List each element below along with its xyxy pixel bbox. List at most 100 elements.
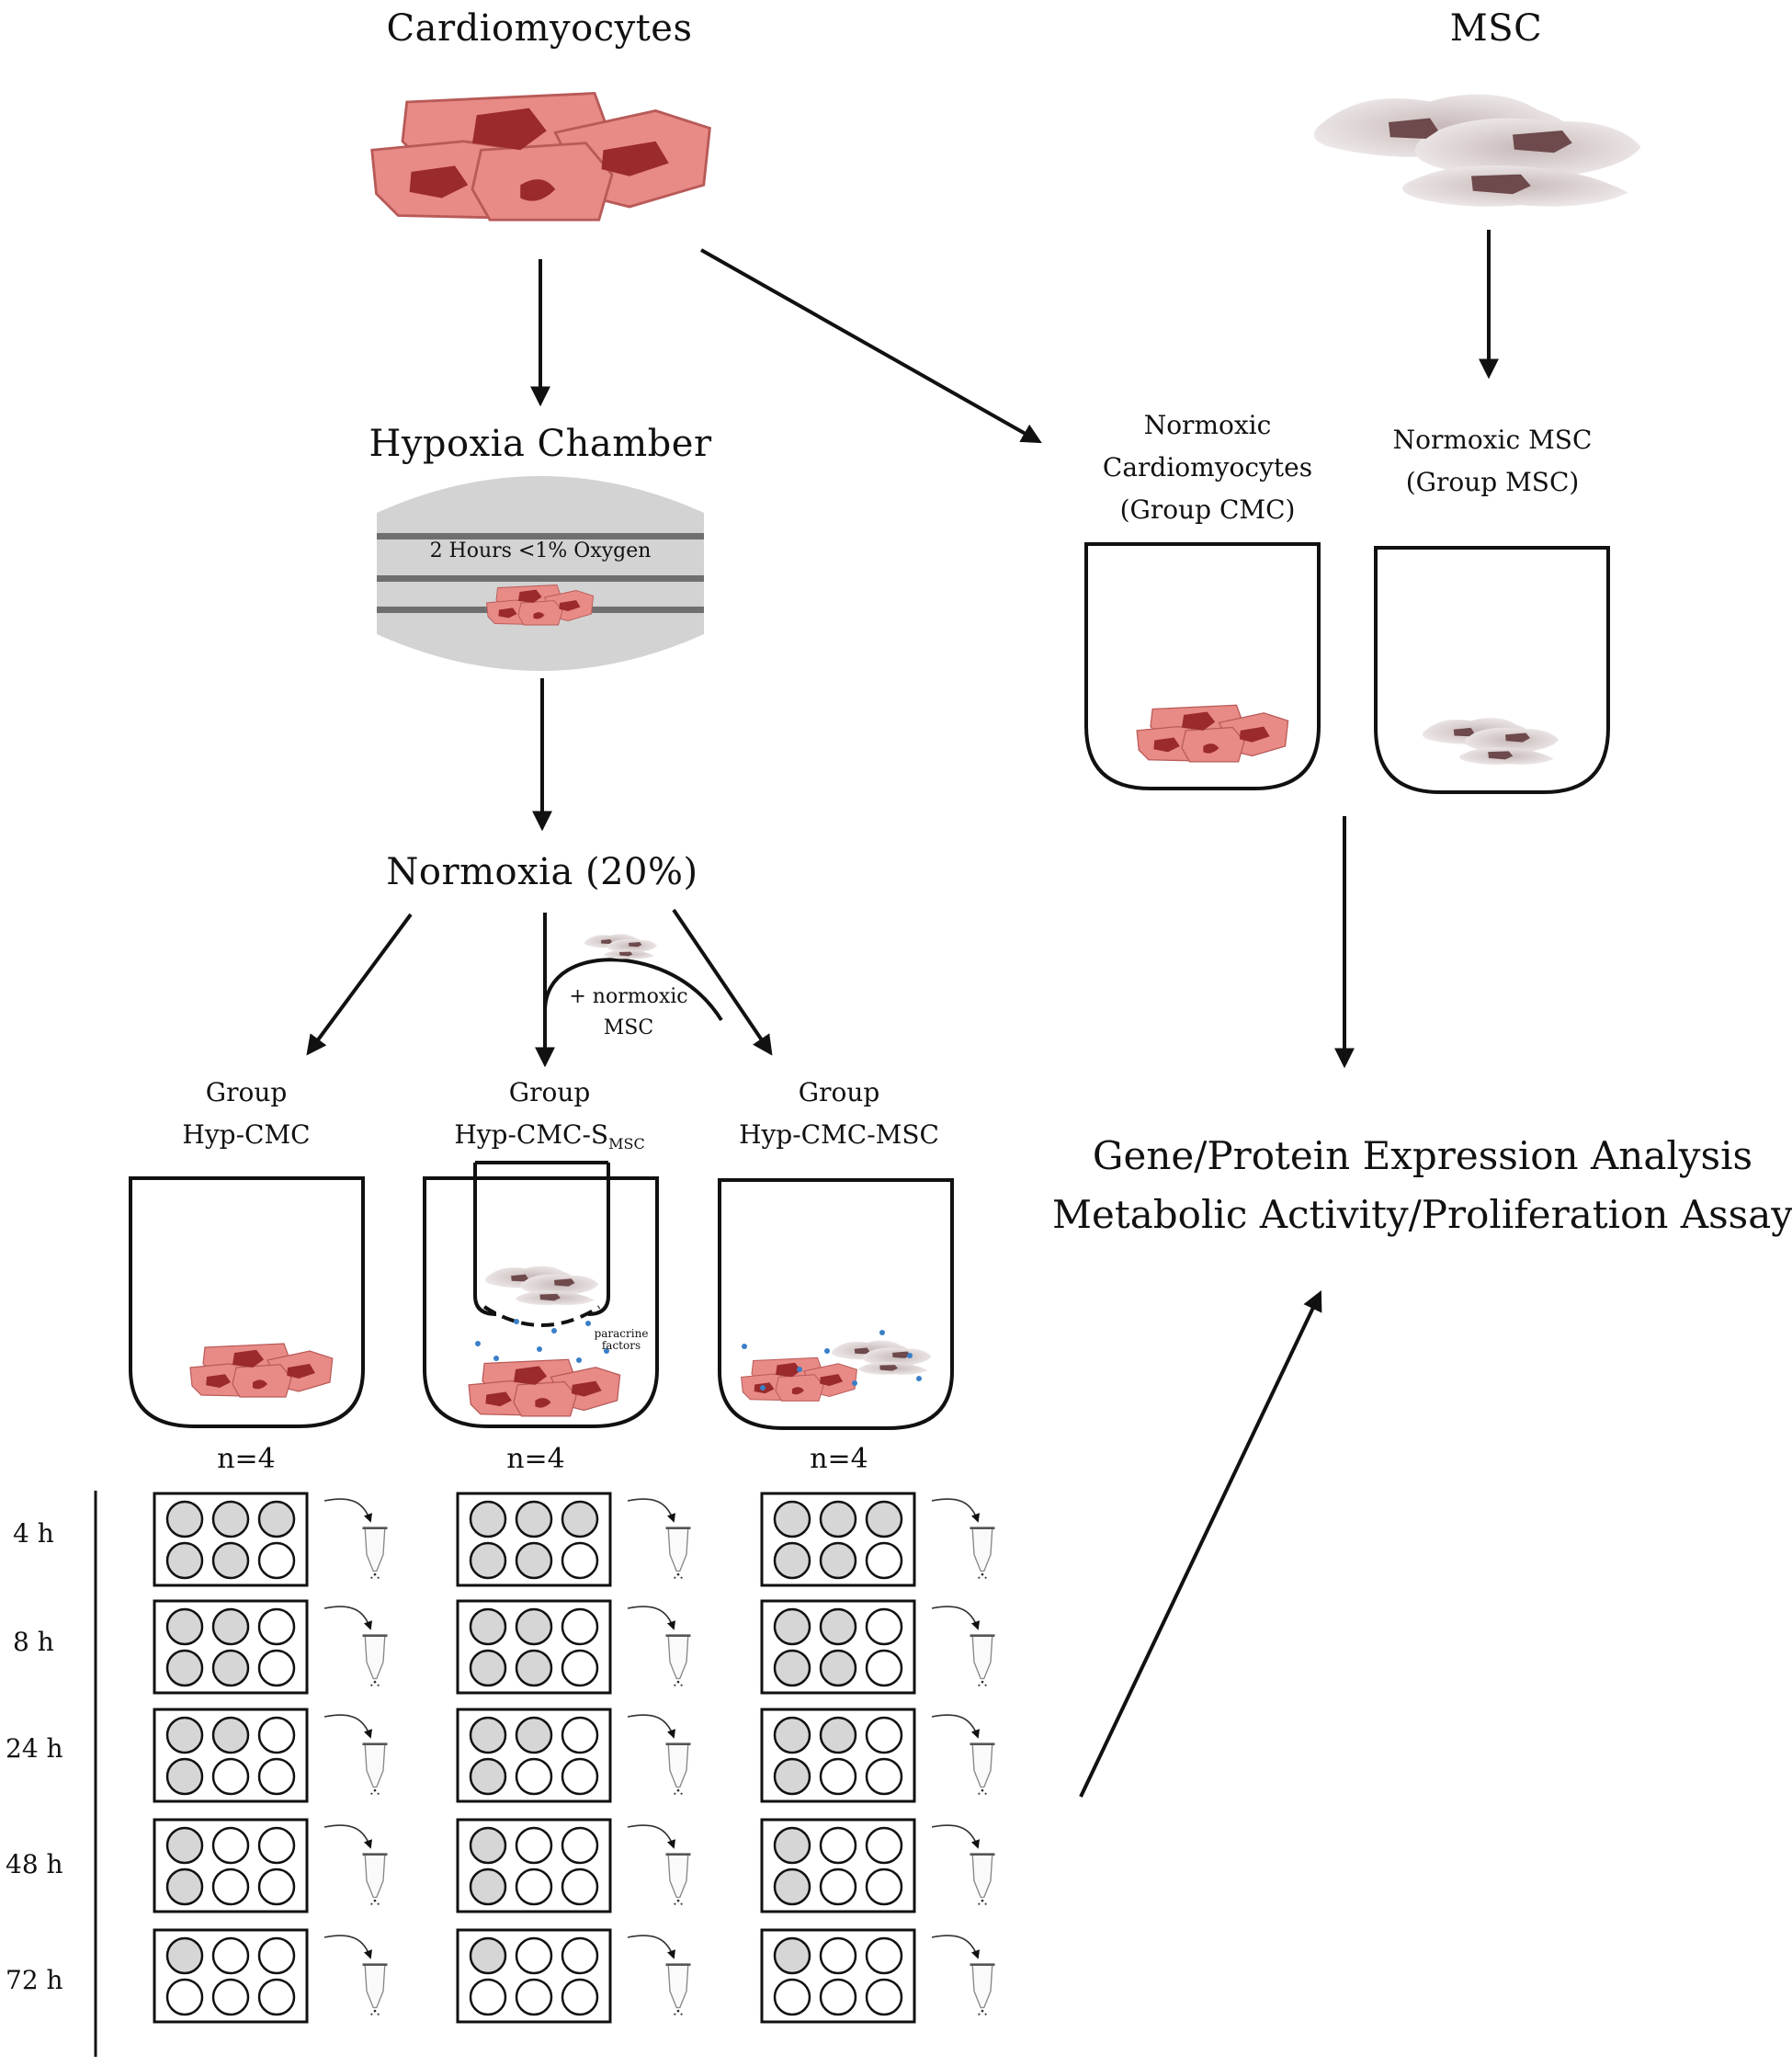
cmc-in-well (740, 1357, 858, 1402)
well (865, 1500, 903, 1538)
well-plate-icon (456, 1818, 692, 1913)
group-hyp-cmc-msc-label: Group Hyp-CMC-MSC (739, 1077, 939, 1150)
timepoint-label: 72 h (6, 1965, 63, 1995)
normoxic-msc-label: Normoxic MSC (Group MSC) (1392, 425, 1593, 497)
msc-in-well (1423, 718, 1559, 765)
cardiomyocytes-label: Cardiomyocytes (386, 7, 693, 50)
microcentrifuge-tube-icon (969, 1634, 996, 1687)
arrow-groups-to-analysis (1079, 1290, 1322, 1798)
well (773, 1649, 811, 1687)
well-plate-icon (760, 1492, 996, 1587)
well (469, 1826, 507, 1865)
timepoint-label: 24 h (6, 1733, 63, 1764)
well (469, 1867, 507, 1906)
well (165, 1936, 204, 1975)
well (819, 1716, 857, 1754)
well (257, 1757, 296, 1796)
well (257, 1500, 296, 1538)
group-hyp-cmc-smsc-label: Group Hyp-CMC-SMSC (454, 1077, 645, 1152)
well (469, 1757, 507, 1796)
well (561, 1826, 599, 1865)
well-plate-icon (456, 1492, 692, 1587)
culture-well-icon (1084, 542, 1610, 794)
hypoxia-chamber-icon (377, 476, 704, 671)
well (819, 1978, 857, 2016)
well (165, 1978, 204, 2016)
well-plate-icon (153, 1599, 389, 1695)
group-hyp-cmc-label: Group Hyp-CMC (182, 1077, 311, 1150)
cmc-in-well (468, 1358, 621, 1417)
normoxia-label: Normoxia (20%) (386, 851, 698, 893)
microcentrifuge-tube-icon (361, 1742, 389, 1796)
well (257, 1936, 296, 1975)
well (211, 1716, 250, 1754)
well (865, 1826, 903, 1865)
microcentrifuge-tube-icon (969, 1742, 996, 1796)
well (561, 1757, 599, 1796)
well (561, 1649, 599, 1687)
well (165, 1716, 204, 1754)
well-plate-icon (456, 1708, 692, 1803)
hypoxia-chamber-label: Hypoxia Chamber (369, 423, 712, 465)
well (211, 1500, 250, 1538)
timepoint-label: 48 h (6, 1849, 63, 1879)
well (515, 1500, 553, 1538)
well (561, 1936, 599, 1975)
well (469, 1978, 507, 2016)
microcentrifuge-tube-icon (361, 1527, 389, 1580)
microcentrifuge-tube-icon (361, 1963, 389, 2016)
msc-addition-curve (543, 958, 723, 1022)
well (165, 1757, 204, 1796)
well (773, 1826, 811, 1865)
msc-label: MSC (1449, 7, 1543, 50)
well (773, 1607, 811, 1646)
well (257, 1716, 296, 1754)
add-msc-label: + normoxic MSC (569, 985, 688, 1039)
well (561, 1541, 599, 1580)
cardiomyocyte-cluster-icon (369, 91, 712, 222)
microcentrifuge-tube-icon (969, 1853, 996, 1906)
microcentrifuge-tube-icon (969, 1963, 996, 2016)
microcentrifuge-tube-icon (664, 1853, 692, 1906)
well (211, 1541, 250, 1580)
group-n-label: n=4 (217, 1443, 276, 1475)
well (865, 1716, 903, 1754)
cmc-in-well (189, 1343, 334, 1398)
group-n-label: n=4 (810, 1443, 868, 1475)
well-plate-icon (153, 1708, 389, 1803)
microcentrifuge-tube-icon (969, 1527, 996, 1580)
paracrine-label: paracrine factors (594, 1327, 649, 1352)
well (469, 1716, 507, 1754)
well (865, 1978, 903, 2016)
microcentrifuge-tube-icon (664, 1963, 692, 2016)
well (819, 1649, 857, 1687)
well (515, 1826, 553, 1865)
well (211, 1826, 250, 1865)
well (773, 1500, 811, 1538)
well (819, 1936, 857, 1975)
timepoint-label: 4 h (13, 1518, 54, 1549)
msc-in-insert (485, 1266, 599, 1305)
well (515, 1978, 553, 2016)
well-plate-icon (153, 1818, 389, 1913)
msc-cluster-icon (1314, 94, 1641, 207)
well-plate-icon (760, 1818, 996, 1913)
well (515, 1716, 553, 1754)
analysis-label: Gene/Protein Expression Analysis Metabol… (1052, 1133, 1792, 1237)
microcentrifuge-tube-icon (664, 1527, 692, 1580)
well (819, 1541, 857, 1580)
well (211, 1757, 250, 1796)
well (469, 1541, 507, 1580)
well (865, 1936, 903, 1975)
timepoint-label: 8 h (13, 1627, 54, 1657)
well (165, 1500, 204, 1538)
microcentrifuge-tube-icon (361, 1634, 389, 1687)
well-plate-icon (760, 1599, 996, 1695)
well (211, 1978, 250, 2016)
well (211, 1936, 250, 1975)
well (515, 1541, 553, 1580)
well (469, 1607, 507, 1646)
well (865, 1607, 903, 1646)
well-plate-icon (153, 1492, 389, 1587)
